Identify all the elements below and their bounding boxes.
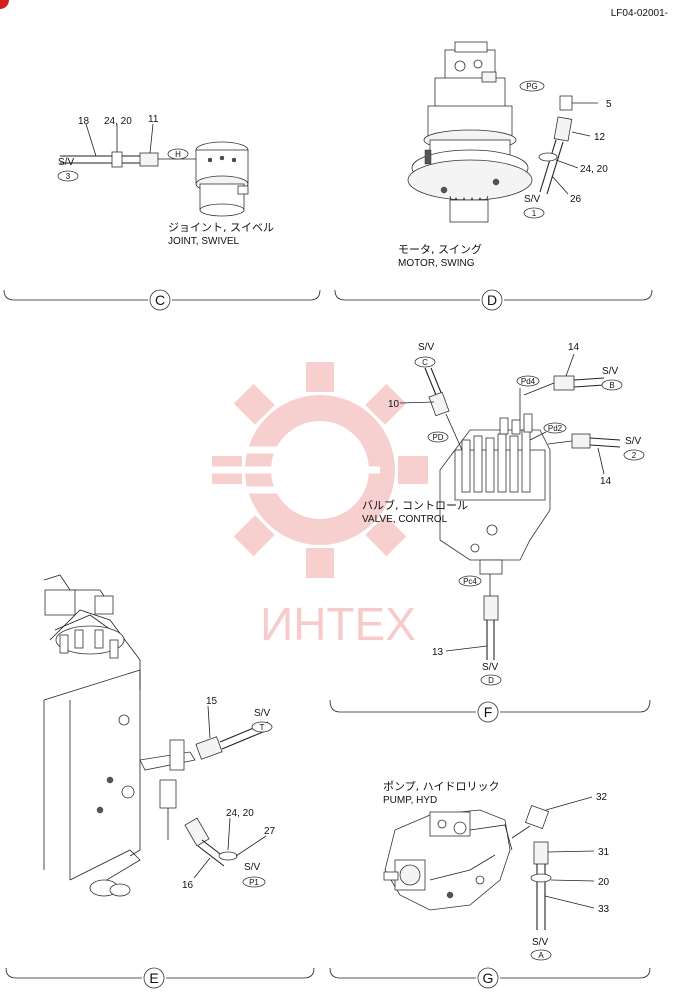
port-label-pd2: Pd2 [548,424,563,433]
view-ref-d: D [487,292,497,308]
sv-label-b: S/V [602,366,618,377]
view-g: 32 31 20 33 S/V A ポンプ, ハイドロリック PUMP, HYD… [329,780,651,989]
title-en: PUMP, HYD [383,795,437,806]
sv-label-p1: S/V [244,862,260,873]
callout-27: 27 [264,826,276,837]
sv-label: S/V [58,157,74,168]
sv-label-d: S/V [482,662,498,673]
callout-18: 18 [78,116,90,127]
title-en: JOINT, SWIVEL [168,236,240,247]
callout-20: 20 [598,877,610,888]
title-en: MOTOR, SWING [398,258,475,269]
port-label-pc4: Pc4 [463,577,477,586]
callout-12: 12 [594,132,606,143]
view-ref-f: F [484,704,493,720]
watermark-gear-logo [200,362,428,578]
title-jp: バルブ, コントロール [362,498,468,512]
callout-26: 26 [570,194,582,205]
callout-32: 32 [596,792,608,803]
title-jp: モータ, スイング [398,242,482,256]
watermark-text: ИНТЕХ [260,598,416,650]
hose-band [111,151,123,168]
port-label-h: H [175,150,181,159]
hose-fitting [139,152,159,167]
sv-label: S/V [524,194,540,205]
sv-label-2: S/V [625,436,641,447]
port-label-pg: PG [526,82,538,91]
callout-13: 13 [432,647,444,658]
view-ref-c: C [155,292,165,308]
corner-badge [0,0,9,9]
callout-5: 5 [606,99,612,110]
callout-24-20: 24, 20 [104,116,132,127]
callout-10: 10 [388,399,400,410]
sv-label-c: S/V [418,342,434,353]
sv-label-a: S/V [532,937,548,948]
sv-port-t: T [260,723,265,732]
sv-port-p1: P1 [249,878,259,887]
sv-label-t: S/V [254,708,270,719]
view-e: 15 S/V T 24, 20 27 16 S/V P1 E [5,574,315,989]
swing-motor-icon [407,41,533,223]
callout-14-lower: 14 [600,476,612,487]
callout-33: 33 [598,904,610,915]
port-label-pd4: Pd4 [521,377,536,386]
title-jp: ポンプ, ハイドロリック [383,780,499,793]
swivel-joint-icon [195,141,249,217]
sv-port-3: 3 [66,172,71,181]
sv-port-1: 1 [532,209,537,218]
sv-port-a: A [538,951,544,960]
view-ref-e: E [149,970,158,986]
doc-code: LF04-02001- [611,8,668,19]
callout-16: 16 [182,880,194,891]
tank-structure-icon [43,574,196,897]
view-d: PG 5 12 24, 20 26 S/V 1 モータ, スイング MOTOR,… [334,41,653,311]
callout-11: 11 [148,114,159,125]
callout-24-20: 24, 20 [580,164,608,175]
elbow-fitting [559,95,573,111]
port-label-pd: PD [432,433,443,442]
callout-31: 31 [598,847,610,858]
sv-port-2: 2 [632,451,637,460]
sv-port-b: B [609,381,614,390]
control-valve-icon [439,413,551,575]
callout-14-upper: 14 [568,342,580,353]
sv-port-c: C [422,358,428,367]
view-f: S/V C 10 PD Pd4 14 S/V B Pd2 14 S/V [329,342,651,723]
callout-24-20: 24, 20 [226,808,254,819]
view-c: H 18 24, 20 11 S/V 3 ジョイント, スイベル JOINT, … [3,114,321,311]
title-jp: ジョイント, スイベル [168,221,274,234]
hydraulic-pump-icon [383,809,513,911]
callout-15: 15 [206,696,218,707]
title-en: VALVE, CONTROL [362,514,448,525]
sv-port-d: D [488,676,494,685]
view-ref-g: G [483,970,494,986]
